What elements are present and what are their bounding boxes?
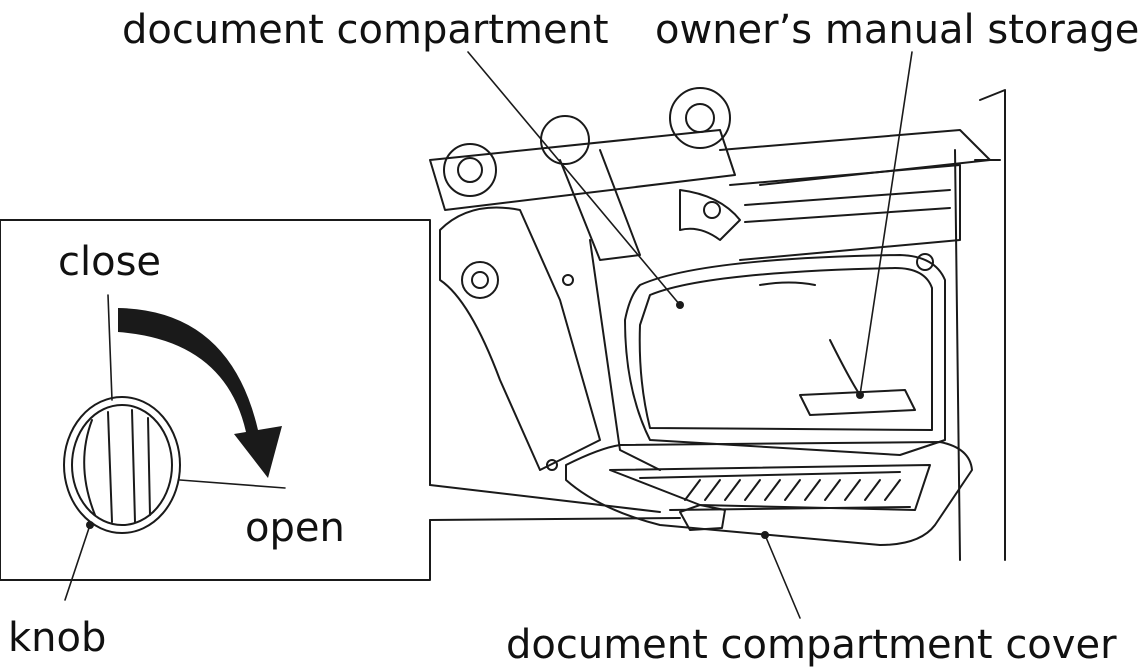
leader-knob bbox=[65, 525, 90, 600]
compartment-drawing bbox=[625, 255, 945, 455]
body-panel-drawing bbox=[440, 208, 660, 471]
label-document-compartment: document compartment bbox=[122, 10, 609, 50]
label-document-compartment-cover: document compartment cover bbox=[506, 625, 1117, 665]
leader-cover bbox=[765, 535, 800, 618]
curved-arrow-clockwise-icon bbox=[118, 308, 282, 478]
handlebar-drawing bbox=[430, 88, 740, 260]
knob-drawing bbox=[64, 397, 180, 533]
leader-document-compartment bbox=[468, 52, 680, 305]
cover-drawing bbox=[566, 442, 972, 545]
frame-drawing bbox=[720, 90, 1005, 560]
label-close: close bbox=[58, 242, 161, 282]
label-knob: knob bbox=[8, 618, 106, 658]
leader-open bbox=[180, 480, 285, 488]
label-owners-manual-storage: owner’s manual storage bbox=[655, 10, 1139, 50]
label-open: open bbox=[245, 508, 345, 548]
leader-close bbox=[108, 295, 112, 400]
inset-connector-top bbox=[430, 485, 660, 512]
leader-owners-manual bbox=[860, 52, 912, 395]
